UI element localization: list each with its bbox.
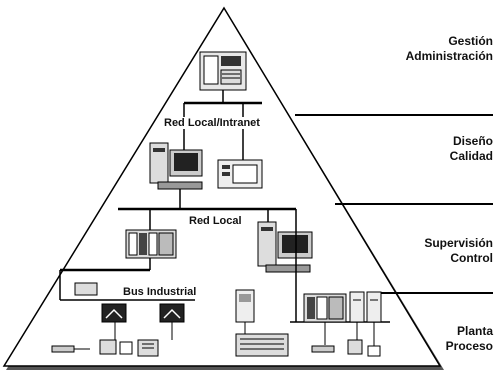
supervision-pc-icon <box>257 221 313 273</box>
network-label-local: Red Local <box>188 215 243 227</box>
frequency-drive-icon <box>235 289 255 323</box>
motor-icon <box>137 339 159 357</box>
mainframe-server-icon <box>199 51 247 91</box>
workstation-pc-icon <box>149 142 203 190</box>
level-label-supervision: Supervisión Control <box>424 236 493 266</box>
level-label-line1: Planta <box>456 324 493 338</box>
industrial-motor-icon <box>235 333 289 357</box>
modular-plc-icon <box>303 293 347 323</box>
field-transmitter-icon <box>311 339 381 357</box>
field-sensor-icon <box>51 345 90 353</box>
level-label-line1: Supervisión <box>424 236 493 250</box>
network-label-intranet: Red Local/Intranet <box>163 117 261 129</box>
level-label-line2: Administración <box>405 49 493 63</box>
level-label-management: Gestión Administración <box>406 34 493 64</box>
level-label-line1: Diseño <box>452 134 493 148</box>
io-module-icon <box>349 291 382 323</box>
level-label-line2: Control <box>450 251 493 265</box>
valve-actuator-icon <box>99 339 133 355</box>
level-label-design: Diseño Calidad <box>450 134 493 164</box>
controller-unit-icon <box>217 159 263 189</box>
level-label-line1: Gestión <box>448 34 493 48</box>
drive-1-icon <box>101 303 127 323</box>
network-label-bus: Bus Industrial <box>122 286 198 298</box>
level-label-line2: Calidad <box>449 149 493 163</box>
level-label-line2: Proceso <box>445 339 493 353</box>
drive-2-icon <box>159 303 185 323</box>
plc-rack-icon <box>125 229 177 259</box>
remote-io-module-icon <box>74 282 98 296</box>
level-label-plant: Planta Proceso <box>446 324 493 354</box>
